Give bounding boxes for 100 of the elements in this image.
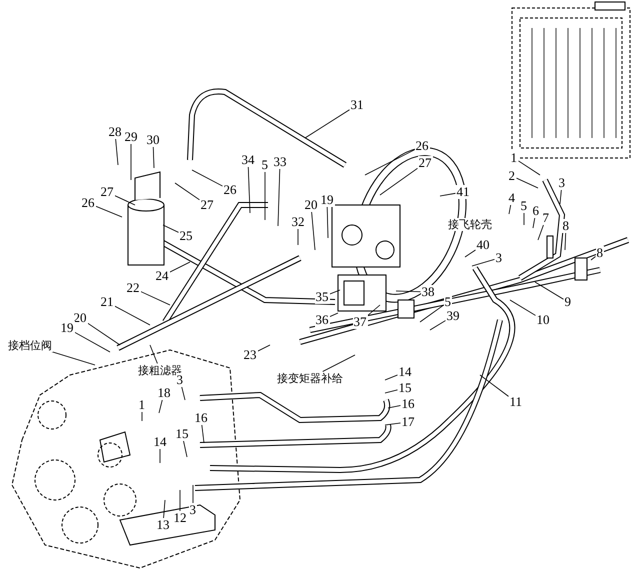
callout-label: 23 <box>242 348 258 362</box>
callout-label: 31 <box>350 98 364 112</box>
callout-label: 26 <box>222 183 238 197</box>
leader-line <box>257 344 270 352</box>
callout-label: 6 <box>532 204 540 218</box>
leader-line <box>264 172 266 220</box>
callout-label: 11 <box>508 395 524 409</box>
leader-line <box>329 290 340 294</box>
leader-line <box>367 304 380 316</box>
callout-label: 39 <box>446 309 460 323</box>
callout-label: 16 <box>194 411 208 425</box>
callout-label: 3 <box>176 373 184 387</box>
callout-label: 3 <box>494 251 503 265</box>
leader-line <box>74 332 110 352</box>
leader-line <box>464 250 476 258</box>
callout-label: 5 <box>260 158 269 172</box>
callout-label: 19 <box>320 193 334 207</box>
callout-label: 26 <box>80 196 96 210</box>
callout-label: 12 <box>172 511 188 525</box>
leader-line <box>560 190 562 204</box>
leader-line <box>384 374 398 380</box>
callout-label: 20 <box>72 311 88 325</box>
callout-label: 5 <box>444 295 452 309</box>
leader-line <box>150 344 158 364</box>
callout-label: 15 <box>174 427 190 441</box>
leader-line <box>430 320 446 330</box>
callout-label: 37 <box>352 315 368 329</box>
callout-label: 30 <box>146 133 160 147</box>
leader-line <box>140 291 170 306</box>
leader-line <box>114 306 150 326</box>
callout-label: 40 <box>476 238 490 252</box>
callout-label: 5 <box>520 199 528 213</box>
callout-label: 36 <box>314 313 330 327</box>
leader-line <box>440 192 456 196</box>
callout-label: 4 <box>508 191 516 205</box>
callout-label: 24 <box>154 269 170 283</box>
callout-label: 26 <box>414 139 430 153</box>
callout-label: 34 <box>240 153 256 167</box>
callout-label: 35 <box>314 290 330 304</box>
leader-line <box>192 170 223 186</box>
callout-label: 9 <box>564 295 572 309</box>
leader-line <box>162 224 179 233</box>
callout-label: 接变矩器补给 <box>276 372 344 384</box>
leader-line <box>590 256 596 260</box>
leader-line <box>510 300 536 316</box>
leader-line <box>169 262 190 273</box>
leader-line <box>380 168 418 196</box>
callout-label: 19 <box>60 321 74 335</box>
leader-line <box>388 405 401 408</box>
leader-line <box>518 160 540 176</box>
callout-label: 7 <box>542 211 550 225</box>
leader-line <box>174 182 200 200</box>
callout-label: 22 <box>126 281 140 295</box>
leader-line <box>183 440 188 458</box>
callout-label: 16 <box>400 397 416 411</box>
callout-label: 15 <box>398 381 412 395</box>
leader-line <box>95 206 122 218</box>
callout-label: 33 <box>272 155 288 169</box>
leader-line <box>384 422 401 426</box>
leader-line <box>564 232 566 250</box>
leader-line <box>248 166 250 214</box>
leader-line <box>192 484 194 504</box>
callout-label: 14 <box>152 435 168 449</box>
leader-line <box>201 424 204 444</box>
leader-line <box>384 389 398 394</box>
leader-line <box>532 218 536 228</box>
leader-line <box>364 149 415 176</box>
callout-label: 1 <box>138 398 146 412</box>
callout-label: 接档位阀 <box>7 338 53 352</box>
leader-line <box>480 374 509 397</box>
callout-label: 2 <box>508 169 516 183</box>
leader-line <box>396 290 421 292</box>
leader-line <box>152 146 154 168</box>
leader-line <box>538 224 544 240</box>
leader-line <box>534 282 564 300</box>
callout-label: 38 <box>420 285 436 299</box>
callout-label: 17 <box>400 415 416 429</box>
callout-label: 29 <box>124 130 138 144</box>
leader-line <box>304 109 350 138</box>
leader-line <box>278 168 280 226</box>
callout-label: 21 <box>100 295 114 309</box>
callout-label: 20 <box>304 198 318 212</box>
callout-label: 1 <box>510 151 518 165</box>
leader-line <box>322 354 356 372</box>
callout-label: 8 <box>596 246 604 260</box>
callout-label: 28 <box>108 125 122 139</box>
callout-label: 32 <box>290 215 306 229</box>
callout-label: 18 <box>156 386 172 400</box>
callout-label: 13 <box>156 518 170 532</box>
callout-label: 27 <box>200 198 214 212</box>
callout-label: 3 <box>558 176 566 190</box>
leader-line <box>87 322 120 346</box>
leader-line <box>508 204 512 214</box>
leader-line <box>130 144 132 180</box>
callout-label: 10 <box>536 313 550 327</box>
callout-label: 14 <box>398 365 412 379</box>
leader-line <box>516 178 538 188</box>
callout-label: 3 <box>188 503 197 517</box>
callout-label: 27 <box>418 156 432 170</box>
leader-line <box>181 386 186 400</box>
